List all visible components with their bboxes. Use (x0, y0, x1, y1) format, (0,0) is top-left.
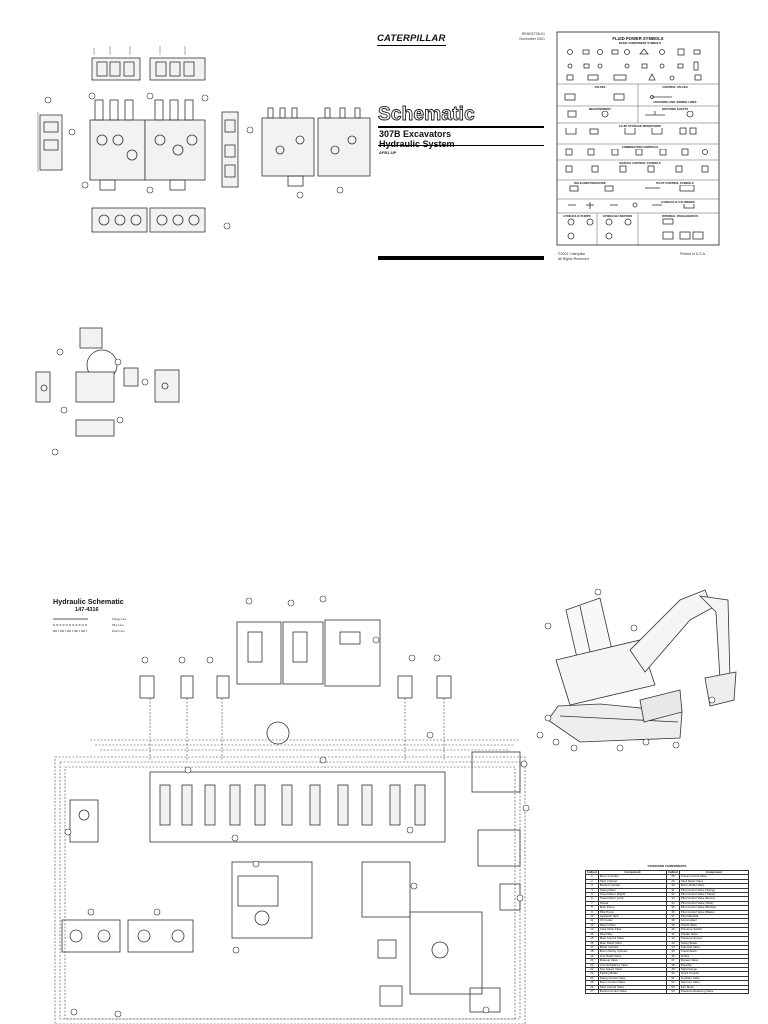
symbols-section-crossing-lines: CROSSING AND JOINING LINES (640, 100, 710, 104)
printed-in: Printed in U.S.A. (680, 252, 706, 256)
excavator-callouts (536, 588, 716, 752)
bottom-left-components (61, 908, 194, 1018)
cover-subtitle: 307B Excavators Hydraulic System (379, 129, 455, 149)
excavator-boom (629, 589, 713, 673)
component-name: Pilot Control Valve (Travel) (678, 891, 750, 898)
legend-supply: Supply Line (112, 617, 127, 621)
symbols-section-passageways: INTERNAL PASSAGEWAYS (650, 214, 710, 218)
component-name: Pilot Control Valve (Bucket) (678, 905, 750, 911)
symbols-section-reservoirs: FLUID STORAGE RESERVOIRS (600, 124, 680, 128)
control-valve-bottom-view (91, 207, 231, 233)
copyright-line-2: All Rights Reserved (558, 256, 589, 261)
schematic-top-callouts (141, 595, 441, 664)
component-name: Pressure Reducing Valve (678, 988, 750, 995)
title-rule-bottom (378, 145, 544, 146)
control-valve-side-view-left (37, 112, 63, 172)
cover-black-bar (378, 256, 544, 260)
symbols-section-released: RELEASED PRESSURE (565, 181, 615, 185)
symbols-section-manual: MANUAL CONTROL SYMBOLS (600, 161, 680, 165)
symbols-section-valves: VALVES (580, 85, 620, 89)
right-valve-group (471, 751, 530, 911)
form-number: RENR2738-01 November 2001 (500, 32, 545, 42)
cylinder-group (139, 619, 452, 745)
callout-number: 27 (585, 988, 599, 995)
symbols-section-pumps: HYDRAULIC PUMPS (558, 214, 596, 218)
header-component-1: Component (597, 869, 668, 876)
symbols-section-rotating-shafts: ROTATING SHAFTS (650, 107, 700, 111)
components-table-title: STANDARD COMPONENTS (647, 864, 687, 868)
serial-prefix: AFB1-UP (379, 150, 397, 155)
header-callout-2: Callout (666, 869, 680, 876)
cover-title: Schematic (378, 104, 476, 126)
symbols-section-measurement: MEASUREMENT (580, 107, 620, 111)
left-valve-group (64, 799, 99, 843)
header-component-2: Component (678, 869, 750, 876)
system-name: Hydraulic System (379, 139, 455, 149)
symbols-section-control-valves: CONTROL VALVES (650, 85, 700, 89)
title-rule-top (378, 126, 544, 128)
control-valve-top-view (91, 46, 206, 81)
copyright: ©2001 Caterpillar All Rights Reserved (558, 252, 589, 261)
header-callout-1: Callout (585, 869, 599, 876)
form-number-value: RENR2738-01 (521, 32, 545, 36)
copyright-line-1: ©2001 Caterpillar (558, 252, 586, 256)
component-name: Pilot Control Valve (Boom) (678, 896, 750, 902)
valve-detail-callouts (44, 92, 344, 199)
component-name: Pilot Control Valve (Blade) (678, 909, 750, 916)
control-valve-front-view (89, 99, 206, 191)
main-control-valve-bank (149, 731, 446, 843)
control-valve-rear-view (261, 107, 371, 187)
excavator-upper-body (555, 639, 656, 706)
symbols-section-cylinders: HYDRAULIC CYLINDERS (638, 200, 718, 204)
legend-drain: Drain Line (112, 629, 125, 633)
publication-date: November 2001 (519, 37, 545, 41)
legend-pilot: Pilot Line (112, 623, 124, 627)
component-name: Pilot Control Valve (Swing) (678, 887, 750, 894)
symbols-section-motors: HYDRAULIC MOTORS (598, 214, 637, 218)
symbols-section-combination: COMBINATION CONTROLS (600, 145, 680, 149)
symbol-glyphs (564, 48, 709, 240)
pump-group (231, 860, 501, 1014)
schematic-part-number: 147-4316 (75, 607, 99, 613)
schematic-title: Hydraulic Schematic (53, 597, 124, 606)
symbols-panel-title: FLUID POWER SYMBOLS (612, 36, 664, 41)
caterpillar-logo: CATERPILLAR (377, 33, 446, 44)
model-name: 307B Excavators (379, 129, 452, 139)
components-table-header: Callout Component Callout Component (585, 869, 750, 876)
component-name: Bucket Control Valve (597, 988, 668, 995)
control-valve-side-view-right (221, 111, 239, 188)
callout-number: 54 (666, 988, 680, 995)
symbols-section-pilot: PILOT CONTROL SYMBOLS (640, 181, 710, 185)
excavator-blade (639, 689, 683, 723)
symbols-section-basic: BASIC COMPONENT SYMBOLS (600, 41, 680, 45)
pilot-manifold-detail (35, 327, 180, 456)
